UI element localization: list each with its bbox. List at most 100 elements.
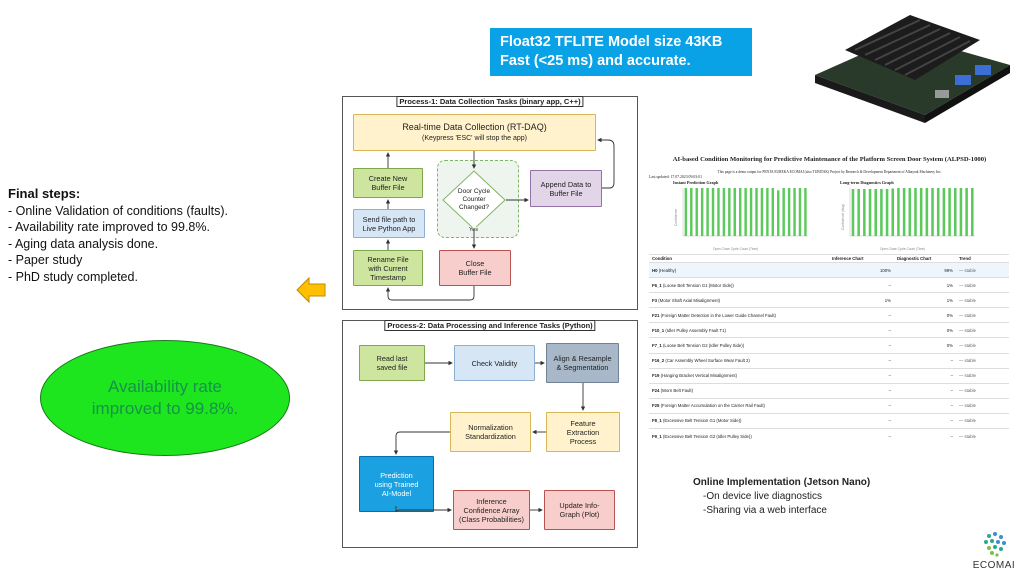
table-row: F21 (Foreign Matter Detection in the Low…: [649, 307, 1009, 323]
left-arrow-icon: [296, 276, 326, 304]
diagnostic-cell: 1%: [894, 292, 956, 308]
inference-cell: –: [829, 382, 894, 399]
trend-cell: — stable: [956, 322, 1009, 338]
trend-cell: — stable: [956, 261, 1009, 278]
diagnostic-cell: –: [894, 428, 956, 444]
table-row: F10_1 (Idler Pulley Assembly Fault T1) –…: [649, 322, 1009, 338]
condition-table: Condition Inference Chart Diagnostic Cha…: [649, 254, 1009, 444]
diagnostic-cell: –: [894, 412, 956, 429]
inference-cell: 100%: [829, 261, 894, 278]
rtdaq-sublabel: (Keypress 'ESC' will stop the app): [422, 134, 527, 142]
condition-name: (Idler Pulley Assembly Fault T1): [665, 327, 726, 333]
condition-code: F21: [652, 312, 660, 318]
bar: [902, 188, 906, 236]
banner-line: Float32 TFLITE Model size 43KB: [500, 34, 723, 50]
bar: [695, 188, 698, 236]
col-header: Diagnostic Chart: [894, 254, 956, 263]
condition-name: (Motor Shaft Axial Misalignment): [658, 297, 721, 303]
condition-name: (Excessive Belt Tension G1 (Motor Side)): [663, 418, 742, 424]
bar: [959, 188, 963, 236]
table-row: F6_1 (Loose Belt Tension G1 (Motor Side)…: [649, 277, 1009, 293]
inference-cell: –: [829, 277, 894, 293]
inference-cell: –: [829, 322, 894, 338]
bar: [885, 188, 889, 236]
bar: [738, 188, 742, 236]
bar: [766, 188, 769, 236]
rtdaq-label: Real-time Data Collection (RT-DAQ): [402, 121, 547, 132]
ecomai-logo-icon: [984, 532, 1006, 557]
bar: [787, 188, 791, 236]
condition-code: F10_1: [652, 327, 665, 333]
update-graph-node: Update Info-Graph (Plot): [544, 490, 615, 530]
condition-code: F19: [652, 373, 660, 379]
trend-cell: — stable: [956, 382, 1009, 399]
diagnostic-cell: –: [894, 352, 956, 369]
trend-cell: — stable: [956, 367, 1009, 384]
dashboard-title: AI-based Condition Monitoring for Predic…: [672, 156, 987, 163]
condition-code: F7_1: [652, 343, 662, 349]
yes-label: Yes: [469, 227, 478, 233]
inference-cell: –: [829, 337, 894, 354]
bar: [728, 188, 731, 236]
bar: [733, 188, 736, 236]
bar: [804, 188, 807, 236]
process2-title: Process-2: Data Processing and Inference…: [384, 320, 596, 331]
table-row: F3 (Motor Shaft Axial Misalignment) 1% 1…: [649, 292, 1009, 308]
condition-name: (Loose Belt Tension G1 (Motor Side)): [663, 282, 734, 288]
col-header: Inference Chart: [829, 254, 894, 263]
bar: [755, 188, 758, 236]
condition-cell: F25 (Foreign Matter Accumulation on the …: [649, 397, 829, 414]
diagnostic-cell: 0%: [894, 322, 956, 338]
feature-extraction-node: Feature Extraction Process: [546, 412, 620, 452]
bar: [891, 188, 895, 236]
condition-cell: F19 (Hanging Bracket Vertical Misalignme…: [649, 367, 829, 384]
inference-cell: 1%: [829, 292, 894, 308]
diagnostic-cell: –: [894, 367, 956, 384]
chart-title: Long-term Diagnostics Graph: [840, 180, 894, 185]
trend-cell: — stable: [956, 337, 1009, 354]
final-step: - Paper study: [8, 253, 83, 267]
online-implementation: Online Implementation (Jetson Nano) -On …: [693, 476, 870, 518]
final-steps-heading: Final steps:: [8, 186, 81, 201]
col-header: Condition: [649, 254, 829, 263]
rtdaq-node: Real-time Data Collection (RT-DAQ) (Keypr…: [353, 114, 596, 151]
final-steps: Final steps: - Online Validation of cond…: [8, 186, 228, 285]
process1-title: Process-1: Data Collection Tasks (binary…: [396, 96, 584, 107]
condition-name: (Foreign Matter Accumulation on the Carr…: [660, 403, 765, 409]
bar: [965, 188, 968, 236]
table-row: F19 (Hanging Bracket Vertical Misalignme…: [649, 367, 1009, 384]
bar: [706, 188, 709, 236]
condition-name: (Loose Belt Tension G2 (Idler Pulley Sid…: [663, 343, 745, 349]
condition-cell: H0 (Healthy): [649, 261, 829, 278]
inference-cell: –: [829, 307, 894, 323]
bar: [793, 188, 796, 236]
bar: [897, 188, 900, 236]
table-row: F25 (Foreign Matter Accumulation on the …: [649, 397, 1009, 414]
diagnostic-cell: 0%: [894, 337, 956, 354]
long-term-diagnostics-chart: [849, 188, 975, 237]
banner-line: Fast (<25 ms) and accurate.: [500, 53, 691, 69]
bar: [782, 188, 785, 236]
dashboard-screenshot: AI-based Condition Monitoring for Predic…: [647, 150, 1012, 455]
table-row: F24 (Worn Belt Fault) – – — stable: [649, 382, 1009, 399]
final-step: - Availability rate improved to 99.8%.: [8, 220, 210, 234]
diagnostic-cell: 1%: [894, 277, 956, 293]
prediction-node: Prediction using Trained AI-Model: [359, 456, 434, 512]
normalization-node: Normalization Standardization: [450, 412, 531, 452]
condition-cell: F16_2 (Car Assembly Wheel Surface Wear F…: [649, 352, 829, 369]
decision-label: Door Cycle Counter Changed?: [457, 188, 491, 211]
table-row: F16_2 (Car Assembly Wheel Surface Wear F…: [649, 352, 1009, 369]
condition-code: F6_1: [652, 282, 662, 288]
bar: [857, 188, 860, 236]
availability-text: Availability rate improved to 99.8%.: [91, 377, 239, 418]
condition-name: (Car Assembly Wheel Surface Wear Fault 2…: [665, 358, 750, 364]
bar: [942, 188, 946, 236]
bar: [914, 188, 917, 236]
table-row: H0 (Healthy) 100% 99% — stable: [649, 261, 1009, 278]
trend-cell: — stable: [956, 352, 1009, 369]
bar: [771, 188, 775, 236]
bar: [684, 188, 688, 236]
table-row: F7_1 (Loose Belt Tension G2 (Idler Pulle…: [649, 337, 1009, 354]
condition-name: (Excessive Belt Tension G2 (Idler Pulley…: [663, 433, 752, 439]
condition-cell: F8_1 (Excessive Belt Tension G1 (Motor S…: [649, 412, 829, 429]
